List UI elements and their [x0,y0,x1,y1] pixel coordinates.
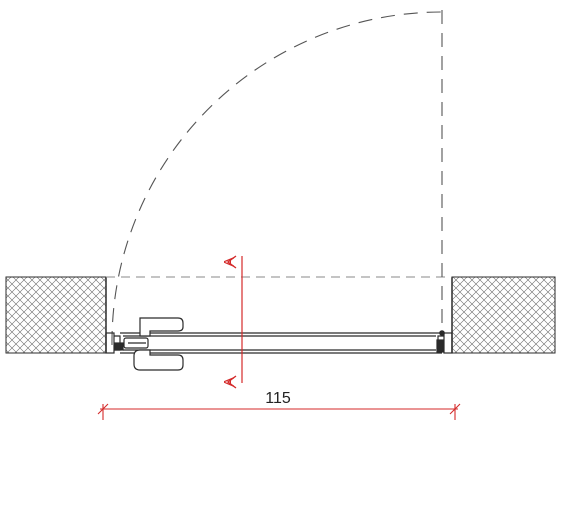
dimension-line [97,403,461,420]
section-mark-top: A [221,257,238,267]
door-swing-arc [111,11,443,346]
section-mark-bottom: A [221,377,238,387]
left-frame [105,332,124,354]
section-arrow-top [226,255,237,269]
door-leaf [120,332,442,354]
door-handle [123,317,184,371]
left-wall [5,276,107,354]
section-arrow-bottom [226,375,237,389]
right-frame [436,330,453,354]
right-wall [451,276,556,354]
dimension-label: 115 [265,390,291,407]
